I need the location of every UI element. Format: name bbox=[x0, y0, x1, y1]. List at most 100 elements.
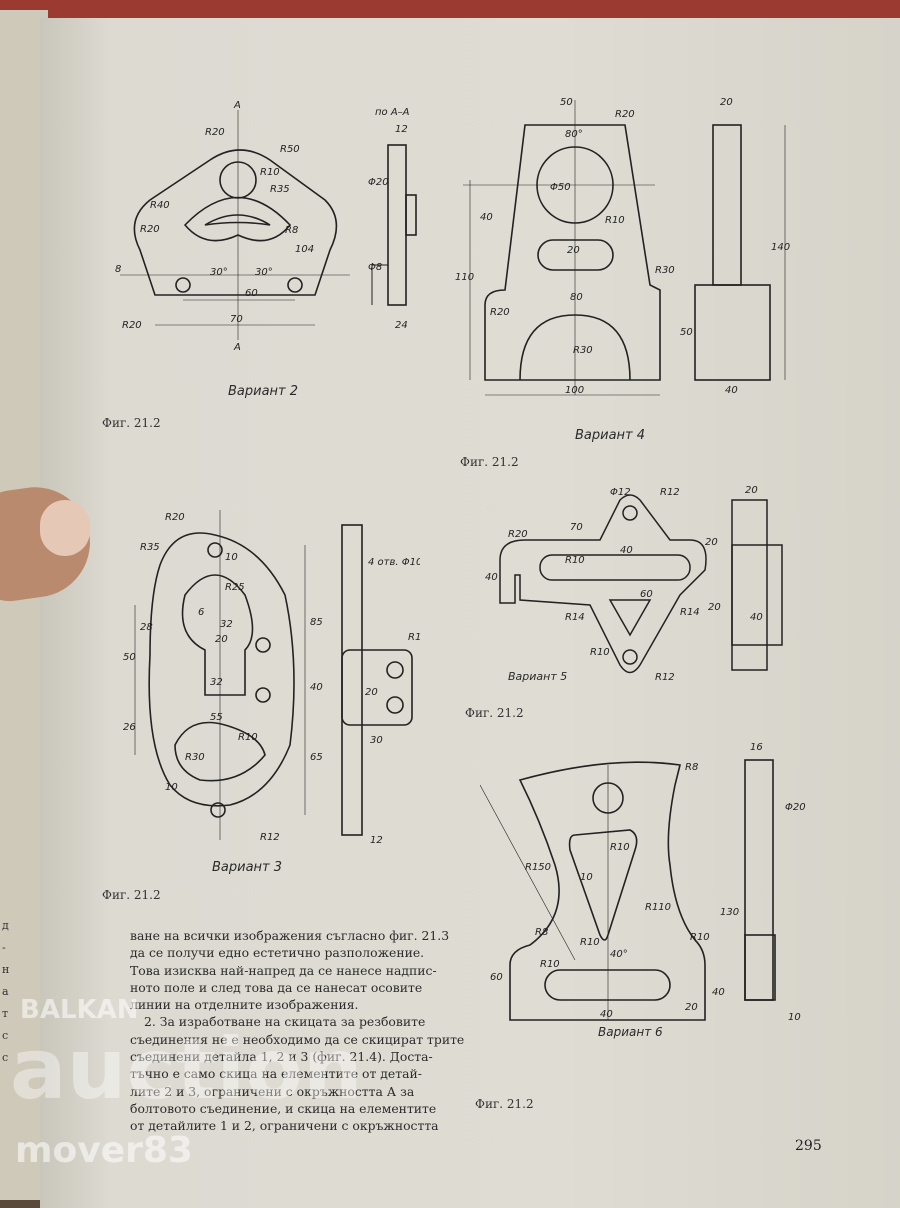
dim-label: R10 bbox=[610, 842, 630, 853]
dim-label: 40° bbox=[610, 949, 628, 960]
dim-label: 60 bbox=[245, 288, 258, 299]
dim-label: 60 bbox=[490, 972, 503, 983]
dim-label: 40 bbox=[712, 987, 725, 998]
dim-label: R35 bbox=[140, 542, 160, 553]
dim-label: 20 bbox=[705, 537, 718, 548]
dim-label: A bbox=[233, 100, 241, 111]
dim-label: R10 bbox=[565, 555, 585, 566]
dim-label: R12 bbox=[655, 672, 675, 683]
dim-label: 50 bbox=[123, 652, 136, 663]
dim-label: 65 bbox=[310, 752, 323, 763]
dim-label: 85 bbox=[310, 617, 323, 628]
dim-label: 100 bbox=[565, 385, 584, 396]
dim-label: R20 bbox=[140, 224, 160, 235]
char: т bbox=[2, 1007, 9, 1020]
dim-label: 12 bbox=[370, 835, 383, 845]
text-line: от детайлите 1 и 2, ограничени с окръжно… bbox=[130, 1118, 439, 1134]
drawing-variant-2: R20 R50 R10 R35 R40 R20 R8 104 30° 30° 6… bbox=[115, 100, 417, 350]
dim-label: 30° bbox=[255, 267, 273, 278]
dim-label: 80 bbox=[570, 292, 583, 303]
dim-label: 130 bbox=[720, 907, 739, 918]
dim-label: 20 bbox=[708, 602, 721, 613]
dim-label: R14 bbox=[565, 612, 585, 623]
dim-label: R20 bbox=[165, 512, 185, 523]
dim-label: 40 bbox=[600, 1009, 613, 1020]
char: д bbox=[2, 919, 9, 932]
thumbnail bbox=[40, 500, 90, 556]
dim-label: 40 bbox=[725, 385, 738, 396]
watermark-line: auction bbox=[10, 1020, 363, 1118]
drawing-variant-6: R8 16 Φ20 R150 10 R10 R110 130 R8 R10 40… bbox=[480, 742, 806, 1023]
left-page-text: д - н а т с с bbox=[2, 915, 16, 1069]
dim-label: 70 bbox=[570, 522, 583, 533]
page-number: 295 bbox=[795, 1138, 822, 1154]
dim-label: 10 bbox=[788, 1012, 801, 1023]
dim-label: 40 bbox=[480, 212, 493, 223]
text-line: съединени детайла 1, 2 и 3 (фиг. 21.4). … bbox=[130, 1049, 433, 1065]
dim-label: 40 bbox=[620, 545, 633, 556]
dim-label: R10 bbox=[238, 732, 258, 743]
dim-label: R20 bbox=[205, 127, 225, 138]
dim-label: 20 bbox=[685, 1002, 698, 1013]
dim-label: R20 bbox=[615, 109, 635, 120]
dim-label: Φ8 bbox=[368, 262, 382, 273]
dim-label: R10 bbox=[408, 632, 420, 643]
variant-label: Вариант 4 bbox=[575, 428, 646, 443]
text-line: лите 2 и 3, ограничени с окръжността А з… bbox=[130, 1083, 415, 1099]
dim-label: R110 bbox=[645, 902, 671, 913]
drawing-variant-3: R20 R35 10 R25 6 32 20 28 50 32 26 55 R1… bbox=[123, 510, 420, 845]
text-line: ното поле и след това да се нанесат осов… bbox=[130, 979, 423, 995]
dim-label: R8 bbox=[685, 762, 698, 773]
text-line: съединения не е необходимо да се скицира… bbox=[130, 1031, 465, 1047]
watermark-line: mover83 bbox=[15, 1130, 193, 1171]
text-line: болтовото съединение, и скица на елемент… bbox=[130, 1100, 437, 1116]
dim-label: по А–А bbox=[375, 107, 410, 118]
dim-label: 10 bbox=[165, 782, 178, 793]
dim-label: Φ50 bbox=[550, 182, 571, 193]
dim-label: R12 bbox=[660, 487, 680, 498]
figure-caption: Фиг. 21.2 bbox=[102, 888, 161, 902]
dim-label: Φ20 bbox=[368, 177, 389, 188]
char: с bbox=[2, 1029, 9, 1042]
dim-label: 32 bbox=[210, 677, 223, 688]
dim-label: 80° bbox=[565, 129, 583, 140]
dim-label: 30° bbox=[210, 267, 228, 278]
dim-label: A bbox=[233, 342, 241, 350]
watermark-line: BALKAN bbox=[20, 995, 139, 1025]
dim-label: 20 bbox=[365, 687, 378, 698]
text-line: Това изисква най-напред да се нанесе над… bbox=[130, 962, 437, 978]
dim-label: 60 bbox=[640, 589, 653, 600]
dim-label: R10 bbox=[260, 167, 280, 178]
dim-label: Φ20 bbox=[785, 802, 806, 813]
dim-label: 24 bbox=[395, 320, 408, 331]
variant-label: Вариант 2 bbox=[228, 384, 299, 399]
char: н bbox=[2, 963, 10, 976]
dim-label: 70 bbox=[230, 314, 243, 325]
dim-label: R20 bbox=[490, 307, 510, 318]
dim-label: 32 bbox=[220, 619, 233, 630]
dim-label: R8 bbox=[285, 225, 298, 236]
dim-label: 20 bbox=[215, 634, 228, 645]
dim-label: R8 bbox=[535, 927, 548, 938]
dim-label: 4 отв. Φ10 bbox=[368, 557, 420, 568]
dim-label: 55 bbox=[210, 712, 223, 723]
dim-label: 10 bbox=[225, 552, 238, 563]
dim-label: 104 bbox=[295, 244, 314, 255]
dim-label: 50 bbox=[560, 97, 573, 108]
book-edge bbox=[0, 0, 900, 22]
dim-label: R10 bbox=[540, 959, 560, 970]
dim-label: R30 bbox=[655, 265, 675, 276]
char: с bbox=[2, 1051, 9, 1064]
dim-label: 50 bbox=[680, 327, 693, 338]
dim-label: R10 bbox=[590, 647, 610, 658]
text-line: 2. За изработване на скицата за резбовит… bbox=[144, 1014, 426, 1030]
dim-label: 110 bbox=[455, 272, 474, 283]
dim-label: R50 bbox=[280, 144, 300, 155]
figure-caption: Фиг. 21.2 bbox=[102, 416, 161, 430]
dim-label: 8 bbox=[115, 264, 121, 275]
dim-label: R10 bbox=[605, 215, 625, 226]
drawing-variant-5: Φ12 R12 70 R20 R10 40 20 40 60 R14 R14 2… bbox=[485, 485, 783, 683]
dim-label: R14 bbox=[680, 607, 700, 618]
dim-label: R40 bbox=[150, 200, 170, 211]
dim-label: R12 bbox=[260, 832, 280, 843]
